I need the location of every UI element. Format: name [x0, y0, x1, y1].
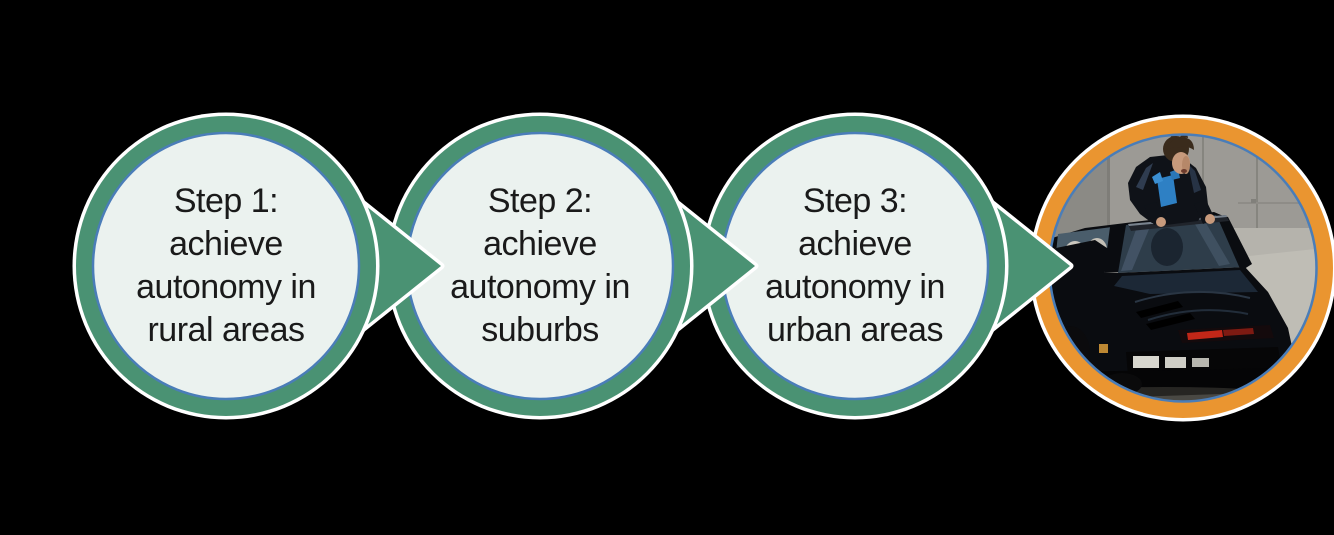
car-hood-vent [1146, 313, 1195, 330]
driver-mouth [1181, 169, 1187, 173]
car-amber-marker [1099, 344, 1108, 353]
driver-hair-front [1166, 137, 1194, 150]
driver-hand [1156, 217, 1166, 227]
windshield-driver-reflection [1151, 228, 1183, 266]
driver-hand [1205, 214, 1215, 224]
photo-wall-joint [1256, 134, 1258, 228]
driver-jacket-sheen [1188, 164, 1201, 193]
photo-wall-seam [1238, 202, 1317, 204]
car-a-pillar [1216, 214, 1252, 271]
photo-wall-corner [1107, 134, 1110, 230]
photo-driver [1128, 134, 1215, 227]
car-headlight [1165, 357, 1186, 368]
node-2-fill [405, 131, 675, 401]
driver-hair-spike [1170, 134, 1177, 139]
driver-collar [1152, 172, 1163, 184]
node-2-circle [386, 112, 694, 420]
windshield-reflection [1121, 222, 1152, 271]
node-1-circle [72, 112, 380, 420]
node-4-picture [1029, 114, 1334, 422]
driver-shirt [1157, 175, 1177, 207]
node-3-fill [720, 131, 990, 401]
car-headlight [1133, 356, 1159, 368]
node-3-circle [701, 112, 1009, 420]
photo-wall-hole [1251, 199, 1256, 203]
car-hood-vent [1136, 301, 1183, 318]
kitt-scanner-light-dim [1223, 328, 1254, 336]
driver-jacket-sheen [1136, 163, 1153, 190]
photo-wall-joint [1202, 134, 1204, 228]
car-headlight [1192, 358, 1209, 367]
car-cowl-sheen [1114, 270, 1258, 294]
kitt-scanner-light [1187, 330, 1223, 340]
node-1-fill [91, 131, 361, 401]
windshield-reflection [1192, 218, 1230, 266]
car-hood-line [1147, 309, 1249, 321]
car-hood-line [1134, 290, 1251, 303]
